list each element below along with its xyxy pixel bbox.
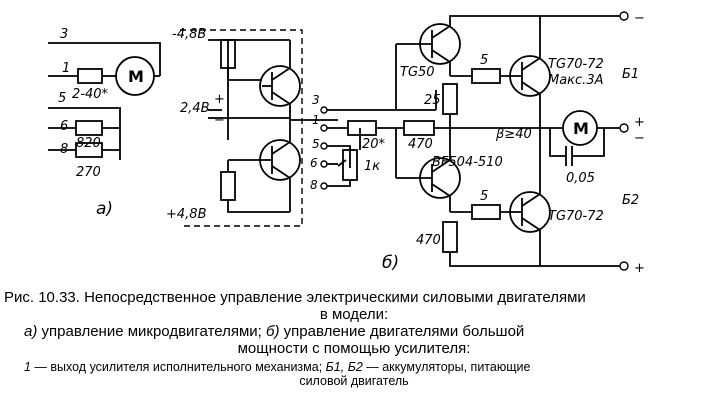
capacitor-label: 0,05 (566, 171, 595, 186)
part-b-amplifier-circuit: -4,8В 2,4В + − +4,8В 3 1 (166, 11, 645, 276)
caption-part-b-text: управление двигателями большой (279, 323, 525, 340)
figure-caption: Рис. 10.33. Непосредственное управление … (4, 289, 704, 388)
pin-label-3: 3 (60, 27, 68, 42)
terminal-bottom (619, 261, 629, 271)
part-b-label: б) (382, 253, 399, 273)
switch-pin-6: 6 (310, 156, 318, 170)
motor-symbol: M (128, 67, 144, 86)
caption-note-text: — выход усилителя исполнительного механи… (30, 360, 326, 374)
caption-line-3: а) управление микродвигателями; б) управ… (24, 323, 704, 340)
terminal-bottom-sign: + (634, 261, 645, 276)
part-a-micromotor-circuit: 3 1 M 2-40* 5 6 820 8 270 а) (48, 27, 161, 219)
circuit-schematic: 3 1 M 2-40* 5 6 820 8 270 а) -4,8В (48, 11, 645, 276)
supply-minus-sign: − (214, 113, 225, 128)
gain-label-beta: β≥40 (495, 127, 532, 142)
supply-plus-sign: + (214, 92, 225, 107)
battery-label-b1: Б1 (622, 67, 639, 82)
battery-label-b2: Б2 (622, 193, 639, 208)
pin-label-6: 6 (60, 119, 68, 134)
resistor-label-2-40: 2-40* (72, 87, 109, 102)
resistor-470-series (403, 120, 435, 136)
caption-line-4: мощности с помощью усилителя: (237, 340, 471, 357)
resistor-5-bottom (471, 204, 501, 220)
resistor-bottom-bias (220, 171, 236, 201)
transistor-tg70-top (509, 55, 551, 97)
transistor-label-tg70-top: TG70-72 (548, 57, 604, 72)
terminal-top-sign: − (634, 11, 645, 26)
caption-part-a-marker: а) (24, 323, 38, 340)
caption-note-number: 1 (24, 360, 31, 374)
resistor-label-470-series: 470 (408, 137, 433, 152)
pin-label-1: 1 (62, 61, 70, 76)
supply-label-2-4v: 2,4В (180, 101, 210, 116)
caption-batteries-text: — аккумуляторы, питающие (362, 360, 531, 374)
switch-pin-1: 1 (312, 113, 320, 127)
resistor-2-40 (77, 68, 103, 84)
part-a-label: а) (96, 199, 113, 219)
terminal-middle-minus: − (634, 131, 645, 146)
caption-batteries-marker: Б1, Б2 (325, 360, 363, 374)
transistor-label-bf504: BF504-510 (432, 155, 503, 170)
switch-pin-3: 3 (312, 93, 320, 107)
resistor-label-25: 25 (424, 93, 441, 108)
potentiometer-label-1k: 1к (364, 159, 380, 174)
terminal-middle-plus: + (634, 115, 645, 130)
resistor-label-5-bottom: 5 (480, 189, 488, 204)
resistor-820 (75, 120, 103, 136)
power-motor-symbol: M (573, 119, 589, 138)
transistor-label-max-3a: Макс.3А (548, 73, 603, 88)
supply-label-neg-4-8v: -4,8В (172, 27, 206, 42)
switch-pin-5: 5 (312, 137, 320, 151)
caption-line-6: силовой двигатель (299, 374, 409, 388)
terminal-top (619, 11, 629, 21)
caption-part-b-marker: б) (266, 323, 280, 340)
resistor-label-270: 270 (76, 165, 101, 180)
terminal-middle (619, 123, 629, 133)
transistor-label-tg70-bottom: TG70-72 (548, 209, 604, 224)
resistor-25 (442, 83, 458, 115)
transistor-driver-top (259, 65, 301, 107)
transistor-tg70-bottom (509, 191, 551, 233)
caption-part-a-text: управление микродвигателями; (37, 323, 267, 340)
resistor-20 (347, 120, 377, 136)
resistor-5-top (471, 68, 501, 84)
supply-label-pos-4-8v: +4,8В (166, 207, 207, 222)
caption-line-5: 1 — выход усилителя исполнительного меха… (24, 360, 704, 374)
transistor-label-tg50: TG50 (400, 65, 435, 80)
resistor-label-470-bottom: 470 (416, 233, 441, 248)
resistor-label-5-top: 5 (480, 53, 488, 68)
resistor-470-bottom (442, 221, 458, 253)
pin-label-5: 5 (58, 91, 66, 106)
dashed-module-outline (180, 29, 303, 227)
resistor-label-20: 20* (362, 137, 386, 152)
caption-line-1: Рис. 10.33. Непосредственное управление … (4, 289, 586, 306)
caption-line-2: в модели: (319, 306, 389, 323)
switch-pin-8: 8 (310, 178, 318, 192)
